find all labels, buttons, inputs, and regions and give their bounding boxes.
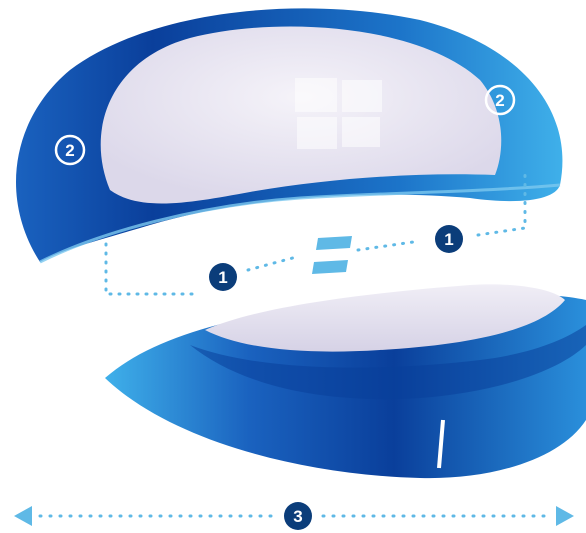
svg-text:1: 1 (444, 230, 453, 249)
width-dimension: 3 (14, 502, 574, 530)
inner-diameter-guide (104, 168, 527, 296)
upper-lens-face (100, 26, 502, 204)
svg-text:1: 1 (218, 268, 227, 287)
lower-lens-face (205, 284, 565, 352)
svg-text:3: 3 (293, 507, 302, 526)
arrow-left-icon (14, 506, 32, 526)
callout-rim-right: 2 (484, 84, 516, 116)
arrow-right-icon (556, 506, 574, 526)
svg-text:2: 2 (65, 141, 74, 160)
callout-inner-right: 1 (435, 225, 463, 253)
svg-text:2: 2 (495, 91, 504, 110)
window-reflection (295, 78, 382, 149)
callout-rim-left: 2 (54, 134, 86, 166)
upper-cut-edge (39, 183, 561, 264)
callout-width: 3 (284, 502, 312, 530)
callout-inner-left: 1 (209, 263, 237, 291)
lower-rim-seam (437, 419, 445, 469)
lower-inner-band (190, 325, 586, 400)
equals-icon (312, 236, 352, 274)
